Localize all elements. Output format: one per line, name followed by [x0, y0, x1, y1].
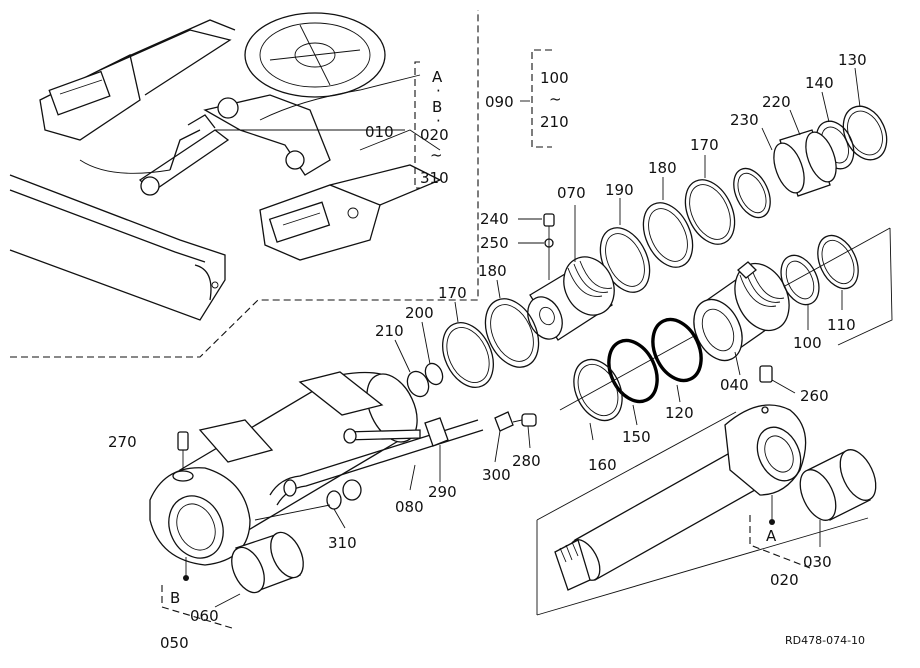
- label-160: 160: [588, 456, 617, 474]
- label-230: 230: [730, 111, 759, 129]
- label-030: 030: [803, 553, 832, 571]
- cylinder-tube-050: 270 B 050 060 080 310 290 300: [108, 371, 541, 652]
- drawing-reference-code: RD478-074-10: [785, 634, 865, 647]
- left-ring-parts: 180 170 200 210: [375, 262, 540, 398]
- label-B-top: B: [432, 98, 442, 116]
- piston-rod-020: A 020 030: [536, 404, 877, 616]
- range-mark-090: ~: [549, 90, 562, 108]
- piston-070: 070 240 250: [480, 184, 615, 341]
- label-080: 080: [395, 498, 424, 516]
- label-020: 020: [770, 571, 799, 589]
- label-050: 050: [160, 634, 189, 652]
- label-250: 250: [480, 234, 509, 252]
- label-290: 290: [428, 483, 457, 501]
- svg-text:·: ·: [436, 112, 441, 130]
- label-100-top: 100: [540, 69, 569, 87]
- label-A: A: [766, 527, 777, 545]
- label-020-top: 020: [420, 126, 449, 144]
- callout-bracket-090-group: 090 100 ~ 210: [485, 49, 569, 148]
- label-310: 310: [328, 534, 357, 552]
- label-A-top: A: [432, 68, 443, 86]
- o-ring-parts: 120 150 160: [573, 317, 703, 474]
- label-100: 100: [793, 334, 822, 352]
- label-200: 200: [405, 304, 434, 322]
- label-040: 040: [720, 376, 749, 394]
- label-010: 010: [365, 123, 394, 141]
- gland-040-group: 040 100 110 260: [559, 227, 893, 411]
- label-070: 070: [557, 184, 586, 202]
- label-280: 280: [512, 452, 541, 470]
- label-180-left: 180: [478, 262, 507, 280]
- label-190: 190: [605, 181, 634, 199]
- label-260: 260: [800, 387, 829, 405]
- label-220: 220: [762, 93, 791, 111]
- label-170-left: 170: [438, 284, 467, 302]
- label-B: B: [170, 589, 180, 607]
- label-210-top: 210: [540, 113, 569, 131]
- label-300: 300: [482, 466, 511, 484]
- label-150: 150: [622, 428, 651, 446]
- svg-text:·: ·: [436, 82, 441, 100]
- label-120: 120: [665, 404, 694, 422]
- label-110: 110: [827, 316, 856, 334]
- label-240: 240: [480, 210, 509, 228]
- upper-ring-parts: 130 140 220 230 170 180 190: [599, 51, 888, 293]
- machine-overview-inset: [9, 10, 479, 358]
- range-mark-top: ~: [430, 146, 443, 164]
- label-310-top: 310: [420, 169, 449, 187]
- callout-bracket-010-group: A · B · 010 020 ~ 310: [365, 61, 449, 189]
- label-140: 140: [805, 74, 834, 92]
- label-130: 130: [838, 51, 867, 69]
- label-180-right: 180: [648, 159, 677, 177]
- label-090: 090: [485, 93, 514, 111]
- label-210: 210: [375, 322, 404, 340]
- label-170-right: 170: [690, 136, 719, 154]
- label-060: 060: [190, 607, 219, 625]
- label-270: 270: [108, 433, 137, 451]
